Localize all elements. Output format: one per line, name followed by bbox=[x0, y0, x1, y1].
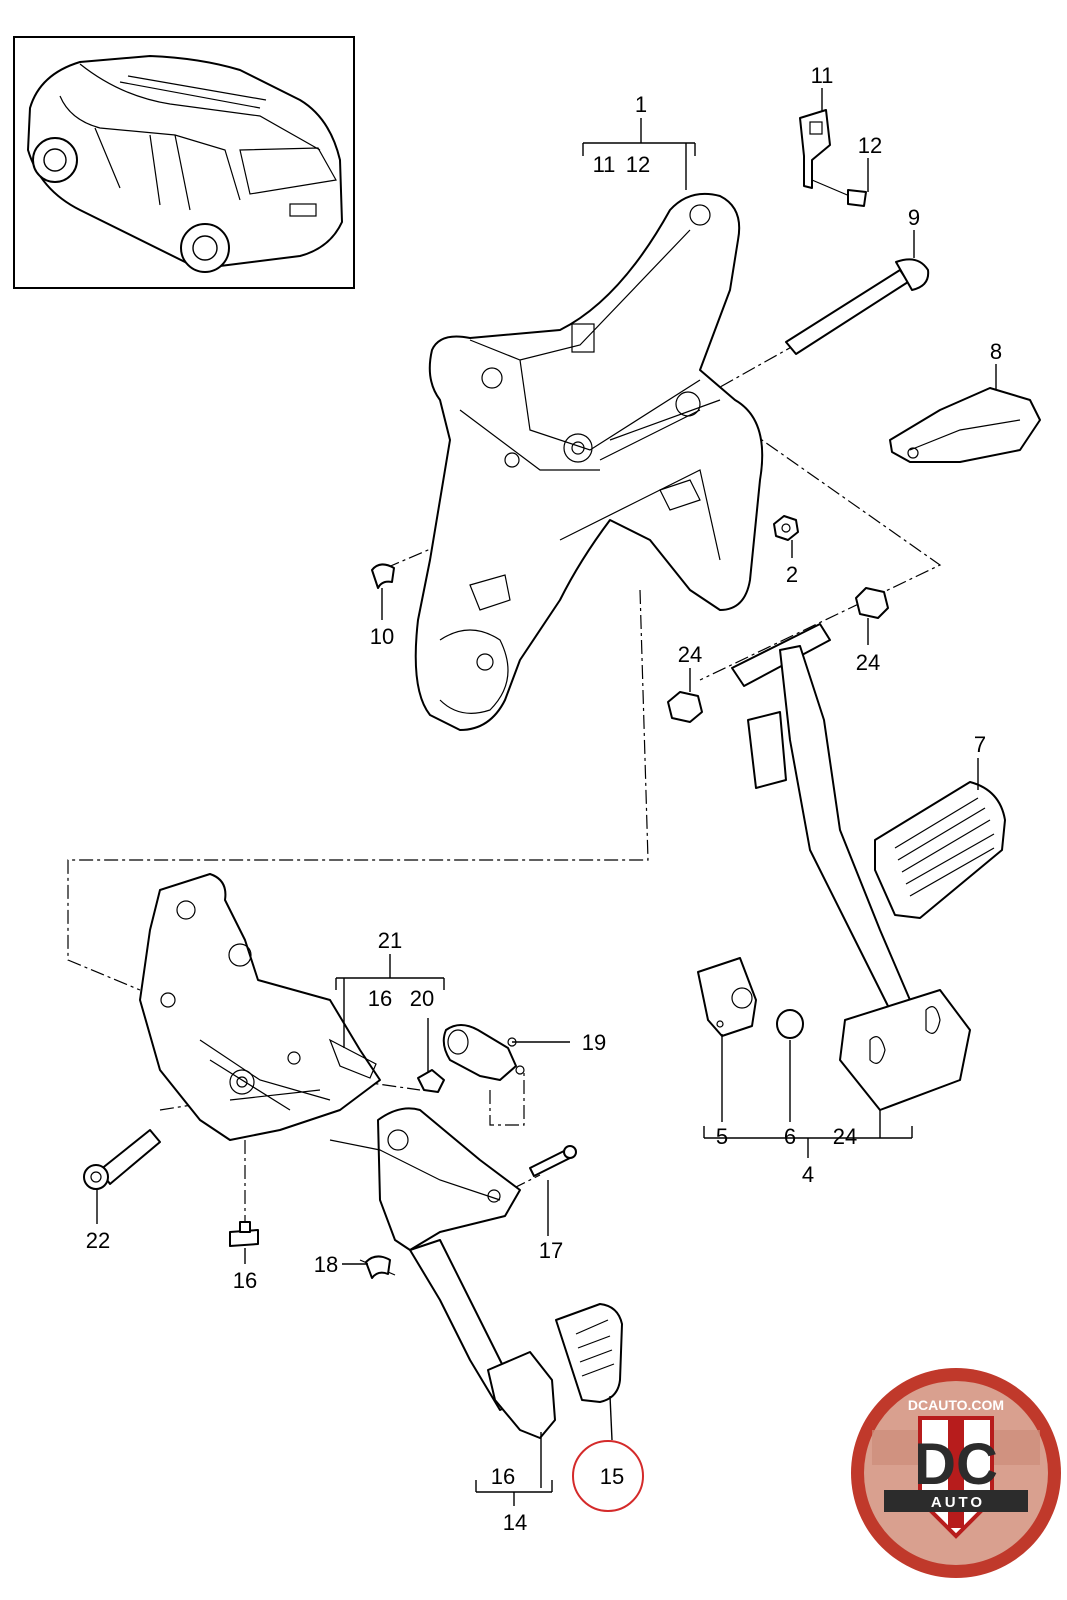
label-part-7: 7 bbox=[974, 732, 986, 757]
pedal-bracket-part bbox=[414, 192, 764, 731]
logo-top-text: DCAUTO.COM bbox=[908, 1397, 1004, 1413]
pedal-pad-part-15 bbox=[555, 1303, 623, 1403]
label-part-17: 17 bbox=[539, 1238, 563, 1263]
nut-part-2 bbox=[773, 515, 799, 541]
car-thumbnail-icon bbox=[13, 36, 355, 289]
bolt-part-22 bbox=[83, 1129, 161, 1190]
screw-part-12 bbox=[811, 179, 867, 207]
label-group14-16: 16 bbox=[491, 1464, 515, 1489]
label-part-16: 16 bbox=[233, 1268, 257, 1293]
label-group21-20: 20 bbox=[410, 986, 434, 1011]
label-part-12: 12 bbox=[858, 133, 882, 158]
highlight-circle bbox=[572, 1440, 644, 1512]
bushing-part-24 bbox=[667, 587, 889, 723]
label-part-9: 9 bbox=[908, 205, 920, 230]
washer-part-6 bbox=[776, 1009, 804, 1039]
label-part-24-left: 24 bbox=[678, 642, 702, 667]
label-group21-16: 16 bbox=[368, 986, 392, 1011]
brake-pedal-part bbox=[731, 623, 971, 1111]
label-part-18: 18 bbox=[314, 1252, 338, 1277]
label-part-8: 8 bbox=[990, 339, 1002, 364]
sensor-part-8 bbox=[889, 387, 1041, 463]
sensor-part-19 bbox=[442, 1024, 525, 1081]
dcauto-logo-icon: DCAUTO.COM DC AUTO bbox=[851, 1368, 1061, 1578]
clip-part-10 bbox=[371, 563, 395, 589]
logo-main-text: DC bbox=[914, 1432, 998, 1497]
clutch-pedal-part bbox=[329, 1107, 556, 1439]
label-part-2: 2 bbox=[786, 562, 798, 587]
label-group1-12: 12 bbox=[626, 152, 650, 177]
clip-part-18 bbox=[365, 1255, 391, 1279]
label-part-10: 10 bbox=[370, 624, 394, 649]
bushing-part-16 bbox=[229, 1221, 259, 1247]
label-part-15: 15 bbox=[600, 1464, 624, 1489]
label-part-1: 1 bbox=[635, 92, 647, 117]
highlighted-part-15: 15 bbox=[572, 1440, 644, 1512]
pedal-pad-part-7 bbox=[874, 781, 1006, 919]
logo-sub-text: AUTO bbox=[931, 1494, 985, 1511]
label-part-14: 14 bbox=[503, 1510, 527, 1535]
bolt-part-9 bbox=[785, 258, 930, 355]
pin-part-17 bbox=[529, 1145, 577, 1177]
leader-lines bbox=[96, 88, 997, 1506]
label-part-19: 19 bbox=[582, 1030, 606, 1055]
label-part-6: 6 bbox=[784, 1124, 796, 1149]
label-group1-11: 11 bbox=[593, 152, 616, 177]
label-part-5: 5 bbox=[716, 1124, 728, 1149]
callout-labels: 1 11 12 11 12 9 8 2 10 24 24 7 5 6 24 4 … bbox=[86, 63, 1002, 1535]
clip-part-11 bbox=[799, 109, 831, 189]
label-part-21: 21 bbox=[378, 928, 402, 953]
label-part-11: 11 bbox=[811, 63, 834, 88]
label-part-24-right: 24 bbox=[856, 650, 880, 675]
clutch-bracket-part bbox=[139, 873, 381, 1141]
label-part-22: 22 bbox=[86, 1228, 110, 1253]
label-part-4: 4 bbox=[802, 1162, 814, 1187]
clip-part-20 bbox=[417, 1069, 445, 1093]
label-group4-24: 24 bbox=[833, 1124, 857, 1149]
switch-part-5 bbox=[697, 957, 757, 1037]
